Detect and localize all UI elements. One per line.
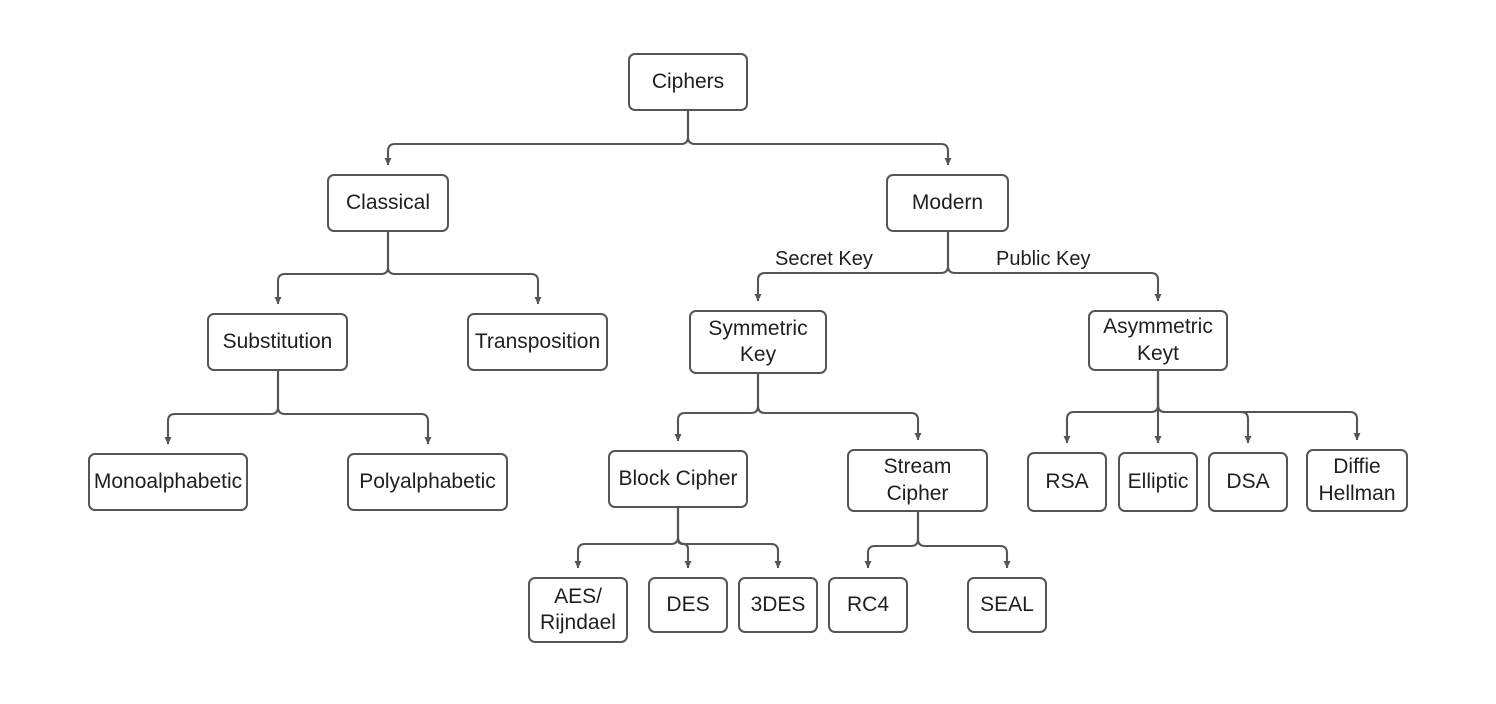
node-diffie-hellman[interactable]: Diffie Hellman bbox=[1306, 449, 1408, 512]
node-classical[interactable]: Classical bbox=[327, 174, 449, 232]
edge-label-secret-key: Secret Key bbox=[772, 248, 876, 271]
node-seal[interactable]: SEAL bbox=[967, 577, 1047, 633]
node-des[interactable]: DES bbox=[648, 577, 728, 633]
node-modern[interactable]: Modern bbox=[886, 174, 1009, 232]
node-3des[interactable]: 3DES bbox=[738, 577, 818, 633]
node-dsa[interactable]: DSA bbox=[1208, 452, 1288, 512]
node-elliptic[interactable]: Elliptic bbox=[1118, 452, 1198, 512]
node-monoalphabetic[interactable]: Monoalphabetic bbox=[88, 453, 248, 511]
node-ciphers[interactable]: Ciphers bbox=[628, 53, 748, 111]
node-stream-cipher[interactable]: Stream Cipher bbox=[847, 449, 988, 512]
edge-label-public-key: Public Key bbox=[993, 248, 1094, 271]
node-substitution[interactable]: Substitution bbox=[207, 313, 348, 371]
node-transposition[interactable]: Transposition bbox=[467, 313, 608, 371]
node-polyalphabetic[interactable]: Polyalphabetic bbox=[347, 453, 508, 511]
node-rsa[interactable]: RSA bbox=[1027, 452, 1107, 512]
node-block-cipher[interactable]: Block Cipher bbox=[608, 450, 748, 508]
node-symmetric[interactable]: Symmetric Key bbox=[689, 310, 827, 374]
node-asymmetric[interactable]: Asymmetric Keyt bbox=[1088, 310, 1228, 371]
node-rc4[interactable]: RC4 bbox=[828, 577, 908, 633]
node-aes-rijndael[interactable]: AES/ Rijndael bbox=[528, 577, 628, 643]
